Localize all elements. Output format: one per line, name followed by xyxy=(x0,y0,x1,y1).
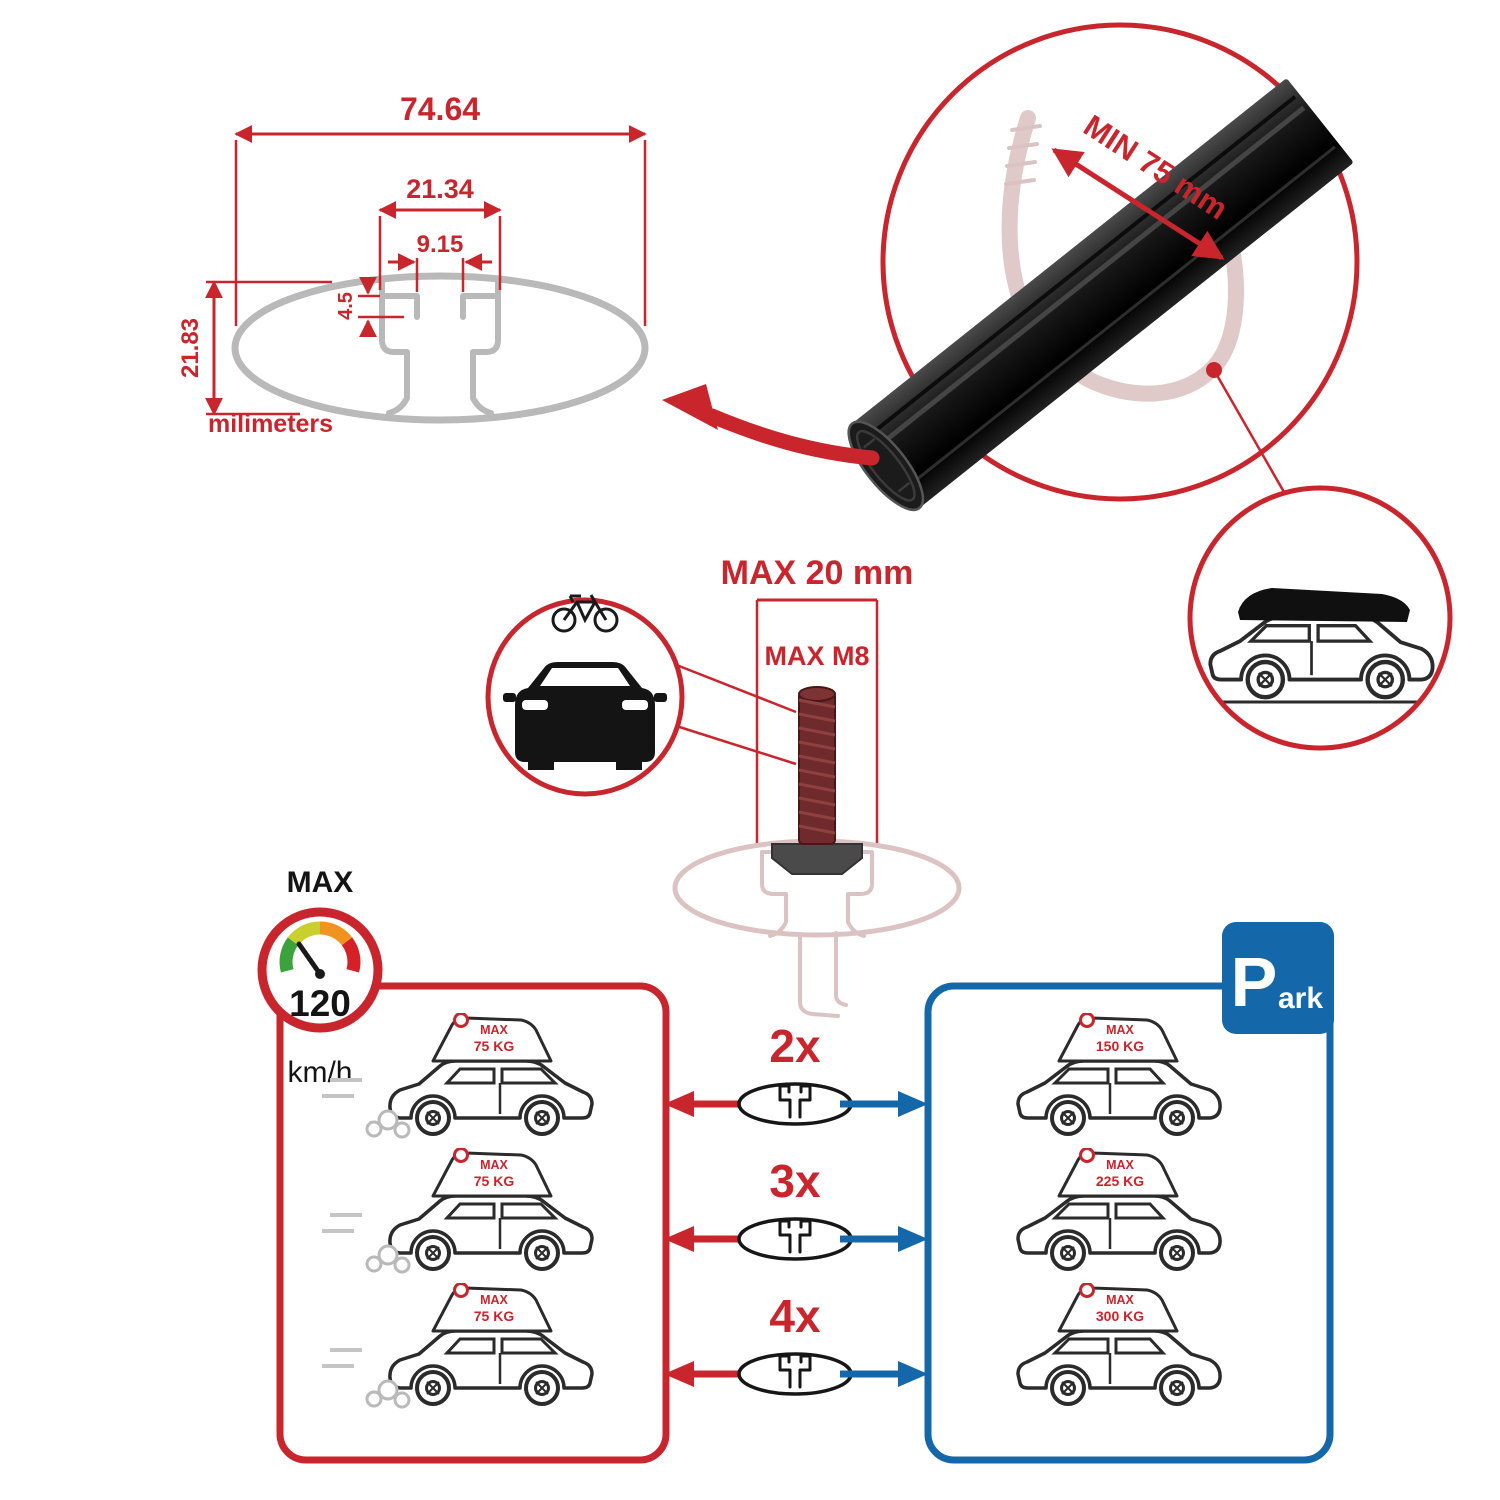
quantity-label: 3x xyxy=(769,1155,821,1207)
quantity-label: 2x xyxy=(769,1020,821,1072)
speed-value: 120 xyxy=(289,983,351,1024)
cargo-kg-value: 300 KG xyxy=(1096,1308,1144,1324)
crossbar-section-icon xyxy=(737,1082,853,1126)
crossbar-section-icon xyxy=(737,1217,853,1261)
cargo-max-label: MAX xyxy=(1106,1293,1134,1307)
parked-car-row: MAX 300 KG xyxy=(1016,1283,1223,1406)
dust-puffs xyxy=(365,1109,411,1139)
bicycle-icon xyxy=(551,594,619,633)
park-sign-icon xyxy=(1222,922,1334,1034)
bolt-icon xyxy=(771,686,863,875)
speed-unit: km/h xyxy=(287,1056,352,1089)
right-arrow-icon xyxy=(840,1361,928,1387)
crossbar-image xyxy=(847,79,1353,512)
dim-slot-width: 9.15 xyxy=(388,231,492,292)
cargo-kg-value: 150 KG xyxy=(1096,1038,1144,1054)
car-front-icon xyxy=(503,662,667,770)
park-sign: P ark xyxy=(1222,922,1334,1034)
driving-cars: MAX 75 KG MAX 75 KG xyxy=(322,1013,594,1409)
quantity-row-2x: 2x xyxy=(664,1020,928,1126)
bar-profile-slot xyxy=(379,280,501,416)
cargo-max-label: MAX xyxy=(1106,1023,1134,1037)
roofbox-car-circle xyxy=(1187,485,1453,751)
units-label: milimeters xyxy=(208,410,333,438)
dim-channel-width: 21.34 xyxy=(378,174,502,290)
dim-total-width-value: 74.64 xyxy=(400,91,480,127)
car-front-circle xyxy=(485,594,685,797)
dim-lip-depth-value: 4.5 xyxy=(335,292,357,320)
roofbox-car xyxy=(1200,588,1440,704)
dim-total-height: 21.83 xyxy=(177,280,332,416)
cargo-kg-value: 75 KG xyxy=(474,1173,515,1189)
parked-car-row: MAX 225 KG xyxy=(1016,1148,1223,1271)
right-arrow-icon xyxy=(840,1091,928,1117)
callout-line-top xyxy=(673,662,797,714)
pointer-arrow xyxy=(662,384,880,466)
parked-car-row: MAX 150 KG xyxy=(1016,1013,1223,1136)
callout-line-bottom xyxy=(669,722,797,766)
driving-car-row: MAX 75 KG xyxy=(322,1283,594,1409)
park-sign-ark: ark xyxy=(1278,982,1323,1015)
dim-lip-depth: 4.5 xyxy=(335,276,404,338)
cargo-max-label: MAX xyxy=(480,1158,508,1172)
cross-section-diagram: 74.64 21.34 9.15 4.5 xyxy=(177,91,649,438)
park-sign-p: P xyxy=(1231,943,1278,1021)
dust-puffs xyxy=(365,1244,411,1274)
min-75-arrow xyxy=(1051,147,1225,261)
cargo-kg-value: 75 KG xyxy=(474,1038,515,1054)
driving-car-row: MAX 75 KG xyxy=(322,1013,594,1139)
dim-total-width: 74.64 xyxy=(234,91,647,326)
cargo-max-label: MAX xyxy=(1106,1158,1134,1172)
max-20mm-label: MAX 20 mm xyxy=(721,554,914,592)
cargo-kg-value: 225 KG xyxy=(1096,1173,1144,1189)
cargo-kg-value: 75 KG xyxy=(474,1308,515,1324)
quantity-row-4x: 4x xyxy=(664,1290,928,1396)
speed-max-label: MAX xyxy=(287,866,354,899)
quantity-column: 2x 3x 4x xyxy=(664,1020,928,1396)
motion-dashes xyxy=(322,1213,362,1233)
speedometer-arc xyxy=(279,921,361,973)
quantity-label: 4x xyxy=(769,1290,821,1342)
quantity-row-3x: 3x xyxy=(664,1155,928,1261)
dust-puffs xyxy=(365,1379,411,1409)
roofbox-circle-outline xyxy=(1187,485,1453,751)
bar-profile-ellipse xyxy=(231,272,649,424)
dim-total-height-value: 21.83 xyxy=(177,318,204,378)
parked-cars: MAX 150 KG MAX 225 KG MAX 300 KG xyxy=(1016,1013,1223,1406)
motion-dashes xyxy=(322,1348,362,1368)
driving-car-row: MAX 75 KG xyxy=(322,1148,594,1274)
bar-closeup-circle: MIN 75 mm xyxy=(847,22,1360,521)
dim-channel-width-value: 21.34 xyxy=(406,174,474,204)
faded-clamp xyxy=(1001,110,1245,402)
dim-slot-width-value: 9.15 xyxy=(417,231,464,258)
motion-dashes xyxy=(322,1078,362,1098)
crossbar-section-icon xyxy=(737,1352,853,1396)
roof-box-icon xyxy=(1238,588,1410,622)
right-arrow-icon xyxy=(840,1226,928,1252)
max-m8-label: MAX M8 xyxy=(764,641,869,671)
speed-limit-gauge: MAX 120 km/h xyxy=(257,866,383,1089)
cargo-max-label: MAX xyxy=(480,1293,508,1307)
faded-clamp-threads xyxy=(1004,124,1042,186)
speedometer-needle xyxy=(296,941,323,977)
cargo-max-label: MAX xyxy=(480,1023,508,1037)
bolt-diagram: MAX 20 mm MAX M8 xyxy=(485,554,962,1018)
